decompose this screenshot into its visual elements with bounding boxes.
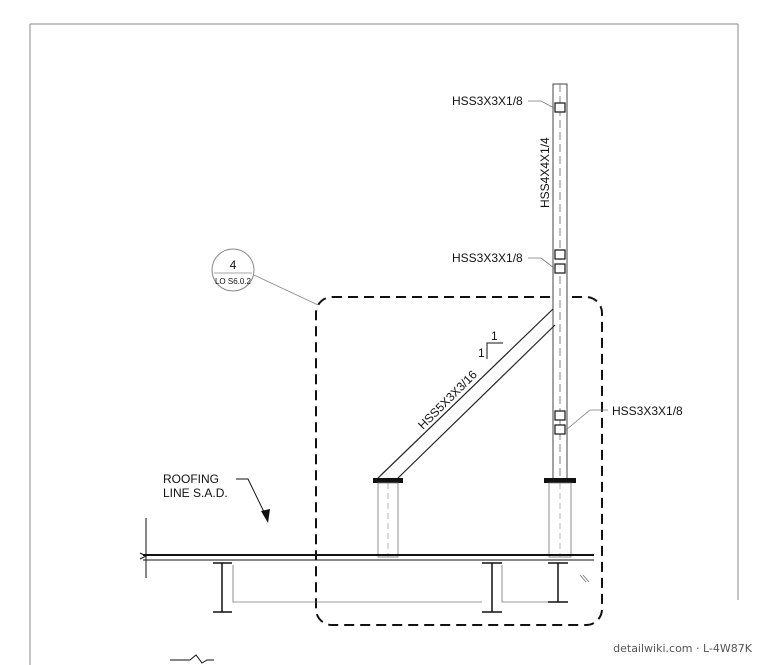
post-base-plate	[544, 478, 576, 558]
callout-number: 4	[230, 258, 237, 272]
leader-lines	[528, 100, 608, 431]
roofing-arrow	[236, 478, 267, 517]
post-connection-low	[554, 410, 566, 435]
post-connection-top	[554, 102, 566, 113]
hss-mid-label: HSS3X3X1/8	[452, 251, 523, 265]
post-connection-mid	[554, 249, 566, 274]
roofing-arrowhead	[261, 509, 270, 523]
diagonal-brace	[376, 308, 556, 480]
roof-deck	[139, 518, 594, 578]
beam-right	[548, 562, 568, 603]
hss-top-label: HSS3X3X1/8	[452, 94, 523, 108]
detail-boundary	[315, 296, 603, 626]
detail-callout	[211, 248, 319, 306]
sheet-border	[29, 23, 739, 665]
beam-left	[213, 562, 232, 613]
roofing-label-line2: LINE S.A.D.	[163, 486, 228, 500]
slope-rise-label: 1	[491, 329, 498, 343]
slope-run-label: 1	[478, 346, 485, 360]
roofing-label-line1: ROOFING	[163, 472, 219, 486]
callout-sheet: LO S6.0.2	[215, 277, 252, 286]
brace-size-label: HSS5X3X3/16	[415, 367, 480, 432]
break-mark	[170, 654, 214, 664]
beam-middle	[482, 562, 502, 613]
slope-indicator	[486, 342, 503, 359]
joist-lines	[232, 565, 590, 603]
hss-right-label: HSS3X3X1/8	[612, 404, 683, 418]
watermark: detailwiki.com · L-4W87K	[613, 642, 753, 655]
brace-base-plate	[373, 478, 403, 558]
vertical-post	[552, 83, 568, 483]
post-size-label: HSS4X4X1/4	[538, 137, 552, 208]
